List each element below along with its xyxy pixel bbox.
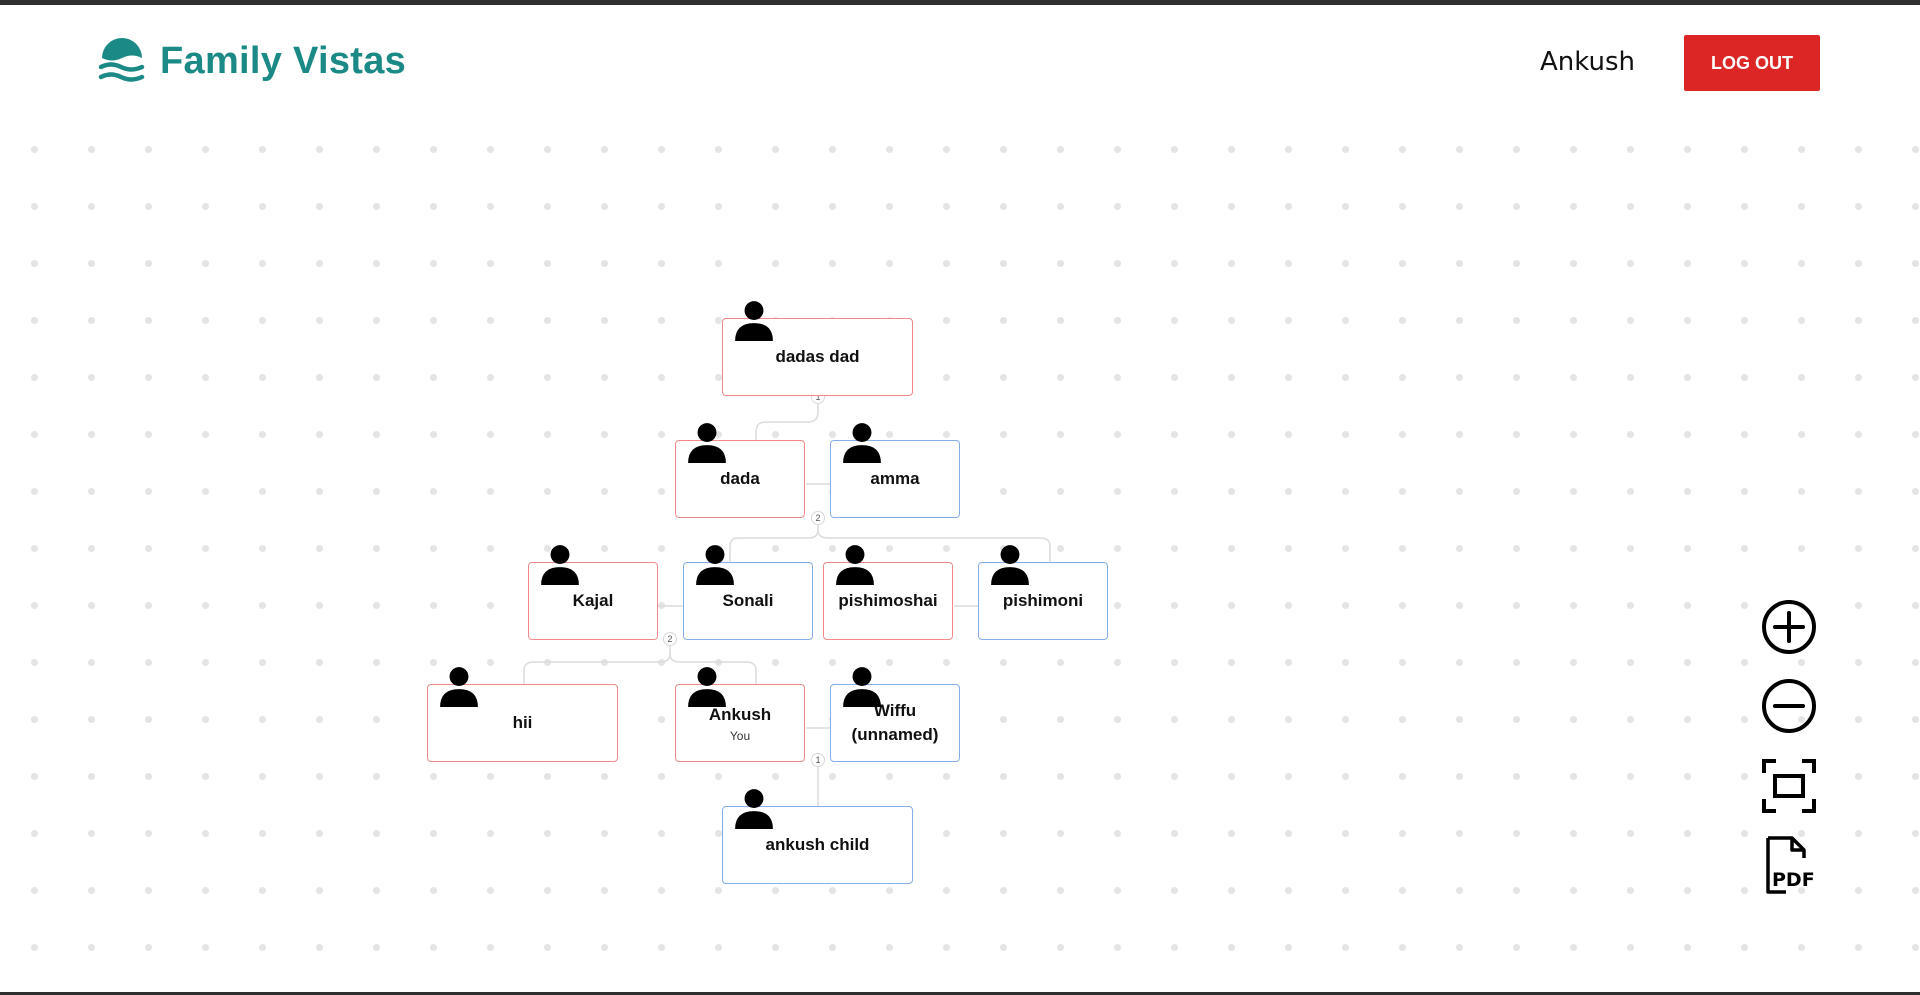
children-count-badge: 2 [663,632,677,646]
person-card[interactable]: dada [675,423,805,518]
person-avatar-icon [696,545,734,585]
person-name: dada [720,469,760,488]
children-count-badge: 1 [811,753,825,767]
person-avatar-icon [440,667,478,707]
person-name: hii [512,713,533,732]
person-card[interactable]: ankush child [722,789,913,884]
you-label: You [729,729,751,743]
person-avatar-icon [735,789,773,829]
person-avatar-icon [843,667,881,707]
person-avatar-icon [688,423,726,463]
person-avatar-icon [735,301,773,341]
person-name: amma [870,469,920,488]
app-header: Family Vistas Ankush LOG OUT [0,5,1920,115]
zoom-out-icon [1762,679,1816,733]
fit-screen-icon [1762,759,1816,813]
tree-canvas[interactable] [0,115,1920,992]
person-card-self[interactable]: Ankush You [675,667,805,762]
person-card[interactable]: Sonali [683,545,813,640]
person-avatar-icon [836,545,874,585]
person-avatar-icon [688,667,726,707]
person-card[interactable]: hii [427,667,618,762]
fit-screen-button[interactable] [1758,755,1820,817]
person-name: Kajal [572,591,614,610]
logout-button[interactable]: LOG OUT [1684,35,1820,91]
person-name: Ankush [708,705,772,724]
person-card[interactable]: amma [830,423,960,518]
zoom-in-button[interactable] [1758,596,1820,658]
top-border [0,0,1920,5]
waves-icon [98,38,145,82]
person-name: Wiffu (unnamed) [851,701,939,744]
zoom-out-button[interactable] [1758,675,1820,737]
children-count-badge: 2 [811,511,825,525]
person-card[interactable]: dadas dad [722,301,913,396]
brand-logo[interactable]: Family Vistas [98,37,406,85]
bottom-border [0,992,1920,995]
person-avatar-icon [843,423,881,463]
person-name: ankush child [765,835,870,854]
export-pdf-button[interactable]: PDF [1758,834,1820,896]
person-name: Sonali [722,591,774,610]
person-card[interactable]: Wiffu (unnamed) [830,667,960,762]
person-name: pishimoni [1002,591,1084,610]
person-card[interactable]: Kajal [528,545,658,640]
current-user-name: Ankush [1540,47,1636,77]
person-card[interactable]: pishimoshai [823,545,953,640]
svg-text:PDF: PDF [1772,869,1815,891]
person-card[interactable]: pishimoni [978,545,1108,640]
person-name: dadas dad [775,347,860,366]
zoom-in-icon [1762,600,1816,654]
brand-name: Family Vistas [160,39,407,82]
person-avatar-icon [541,545,579,585]
person-avatar-icon [991,545,1029,585]
pdf-icon: PDF [1766,836,1815,894]
person-name: pishimoshai [838,591,938,610]
